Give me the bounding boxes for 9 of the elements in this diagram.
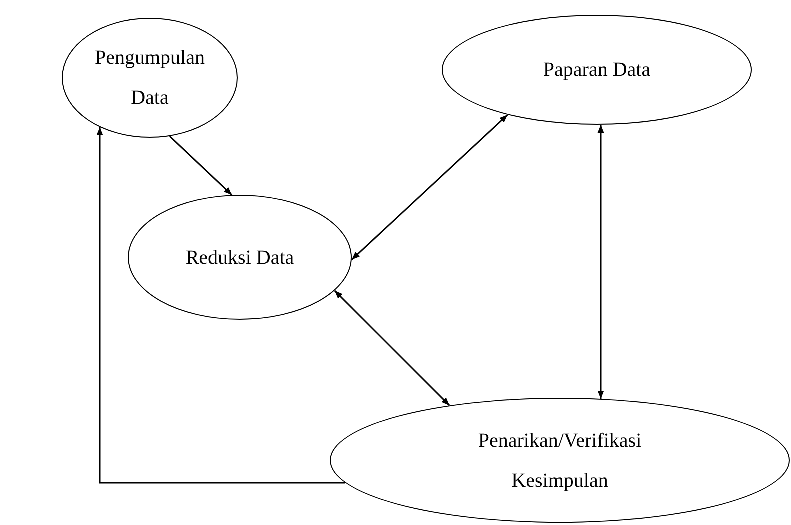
- arrow: [351, 114, 508, 260]
- arrow: [169, 136, 233, 196]
- node-label: Penarikan/Verifikasi Kesimpulan: [477, 428, 643, 494]
- arrow: [334, 290, 450, 406]
- arrow: [598, 125, 604, 399]
- arrow: [96, 127, 346, 484]
- node-label: Reduksi Data: [184, 246, 296, 270]
- node-label: Pengumpulan Data: [94, 46, 206, 111]
- node-label: Paparan Data: [542, 58, 652, 83]
